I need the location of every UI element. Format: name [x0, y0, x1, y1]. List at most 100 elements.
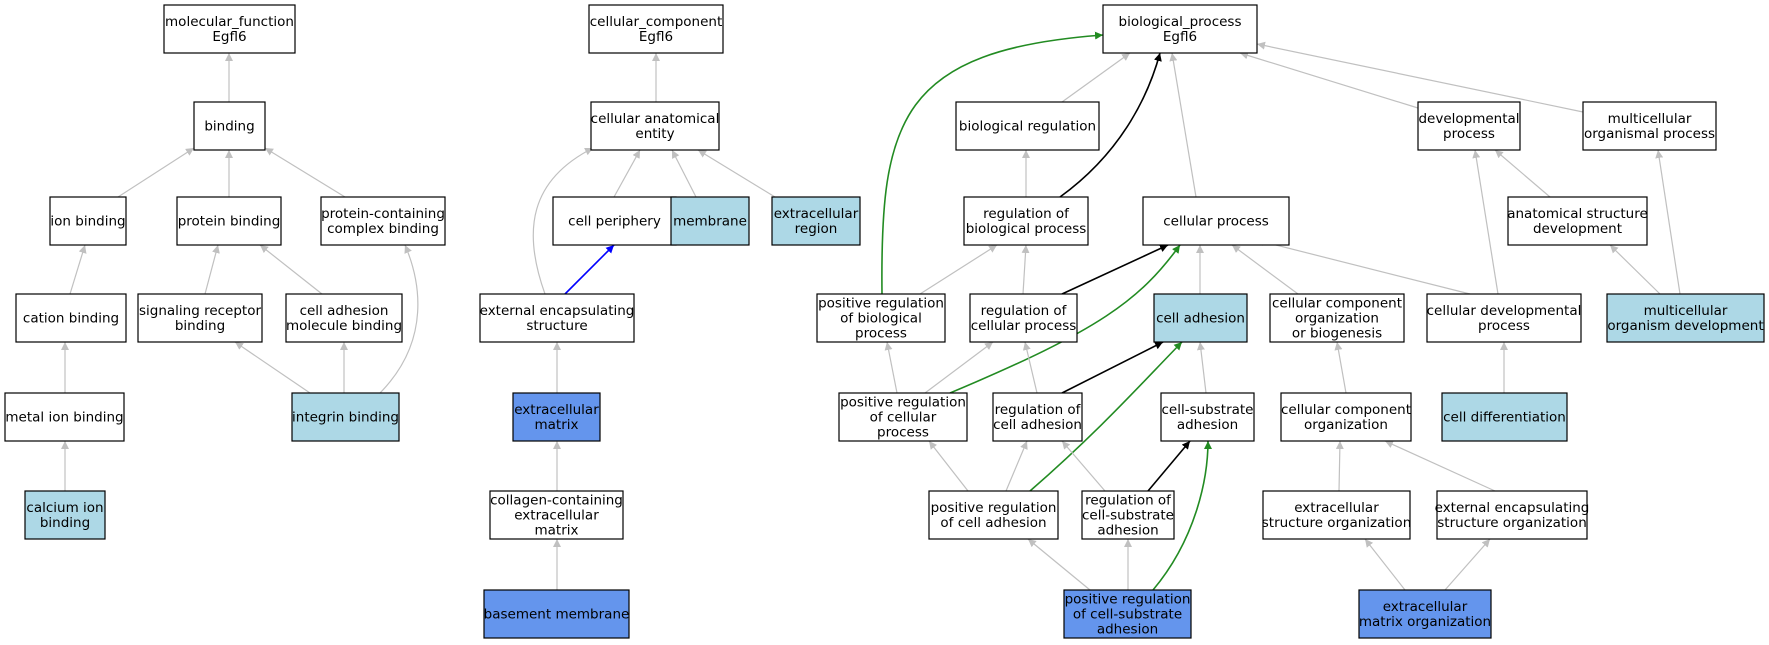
go-term-node-binding: binding	[193, 101, 266, 151]
node-label-line: cell adhesion	[300, 303, 389, 319]
node-box	[489, 490, 624, 540]
edge-part-of-17	[564, 244, 615, 295]
node-label-line: matrix organization	[1359, 614, 1491, 630]
node-label-line: positive regulation	[840, 395, 966, 411]
edge-is-a-37	[1655, 149, 1681, 295]
node-label-line: cell-substrate	[1082, 508, 1174, 524]
node-label-line: cell differentiation	[1443, 410, 1566, 426]
node-label-line: regulation of	[1085, 493, 1172, 509]
node-box	[24, 490, 106, 540]
node-label-line: binding	[175, 318, 225, 334]
node-box	[955, 101, 1100, 151]
node-box	[291, 392, 400, 442]
node-label-line: complex binding	[327, 221, 439, 237]
edge-is-a-36	[1609, 244, 1661, 295]
node-label-line: of cell adhesion	[940, 515, 1046, 531]
go-term-node-membrane: membrane	[670, 196, 750, 246]
node-label-line: Egfl6	[212, 29, 246, 45]
edge-is-a-44	[1334, 341, 1347, 394]
edge-is-a-49	[1061, 440, 1106, 492]
node-box	[1102, 4, 1258, 54]
edge-positively-regulates-40	[949, 244, 1181, 394]
node-box	[320, 196, 446, 246]
edge-is-a-21	[1061, 52, 1131, 103]
node-label-line: organization	[1304, 417, 1388, 433]
node-label-line: cell adhesion	[1156, 311, 1245, 327]
node-label-line: integrin binding	[292, 410, 399, 426]
node-label-line: cellular component	[1281, 402, 1411, 418]
node-box	[590, 101, 720, 151]
edge-is-a-46	[928, 440, 969, 492]
edge-is-a-16	[532, 147, 594, 295]
node-box	[992, 392, 1083, 442]
node-label-line: biological regulation	[959, 119, 1096, 135]
go-term-node-cell-periphery: cell periphery	[552, 196, 677, 246]
go-term-node-cellular-process: cellular process	[1142, 196, 1290, 246]
node-box	[15, 293, 127, 343]
node-box	[49, 196, 127, 246]
node-label-line: biological_process	[1119, 14, 1242, 30]
node-label-line: calcium ion	[26, 500, 103, 516]
edge-is-a-25	[919, 244, 998, 295]
edge-is-a-6	[259, 244, 323, 295]
node-label-line: organization	[1295, 311, 1379, 327]
node-label-line: of cell-substrate	[1073, 607, 1182, 623]
node-label-line: extracellular	[514, 402, 599, 418]
node-label-line: extracellular	[514, 508, 599, 524]
node-box	[1269, 293, 1405, 343]
node-box	[816, 293, 946, 343]
node-box	[1507, 196, 1648, 246]
node-label-line: binding	[204, 119, 254, 135]
node-box	[1417, 101, 1521, 151]
node-label-line: cell-substrate	[1161, 402, 1253, 418]
node-label-line: positive regulation	[818, 296, 944, 312]
node-label-line: extracellular	[1294, 500, 1379, 516]
node-box	[963, 196, 1089, 246]
edge-is-a-5	[204, 244, 220, 295]
node-label-line: development	[1533, 221, 1622, 237]
node-box	[176, 196, 282, 246]
edge-is-a-30	[1021, 244, 1030, 295]
node-label-line: organism development	[1607, 318, 1763, 334]
node-label-line: process	[855, 326, 907, 342]
edge-is-a-41	[1022, 341, 1038, 394]
node-label-line: signaling receptor	[139, 303, 262, 319]
node-box	[1081, 490, 1175, 540]
edge-is-a-57	[1444, 538, 1491, 591]
go-term-node-cation-binding: cation binding	[15, 293, 127, 343]
go-term-node-cell-differentiation: cell differentiation	[1441, 392, 1568, 442]
edge-positively-regulates-48	[1029, 341, 1183, 492]
node-label-line: structure organization	[1437, 515, 1587, 531]
edge-is-a-52	[1384, 440, 1496, 492]
node-box	[1142, 196, 1290, 246]
node-box	[1358, 589, 1492, 639]
edge-regulates-23	[1059, 52, 1162, 198]
edge-is-a-15	[697, 149, 776, 198]
edge-is-a-1	[117, 147, 195, 198]
node-label-line: extracellular	[774, 206, 859, 222]
edge-positively-regulates-24	[881, 31, 1104, 295]
node-label-line: metal ion binding	[5, 410, 123, 426]
edge-is-a-38	[884, 341, 898, 394]
node-label-line: binding	[40, 515, 90, 531]
node-box	[969, 293, 1078, 343]
node-label-line: cellular component	[1272, 296, 1402, 312]
node-label-line: regulation of	[981, 303, 1068, 319]
edge-is-a-47	[1005, 440, 1028, 492]
